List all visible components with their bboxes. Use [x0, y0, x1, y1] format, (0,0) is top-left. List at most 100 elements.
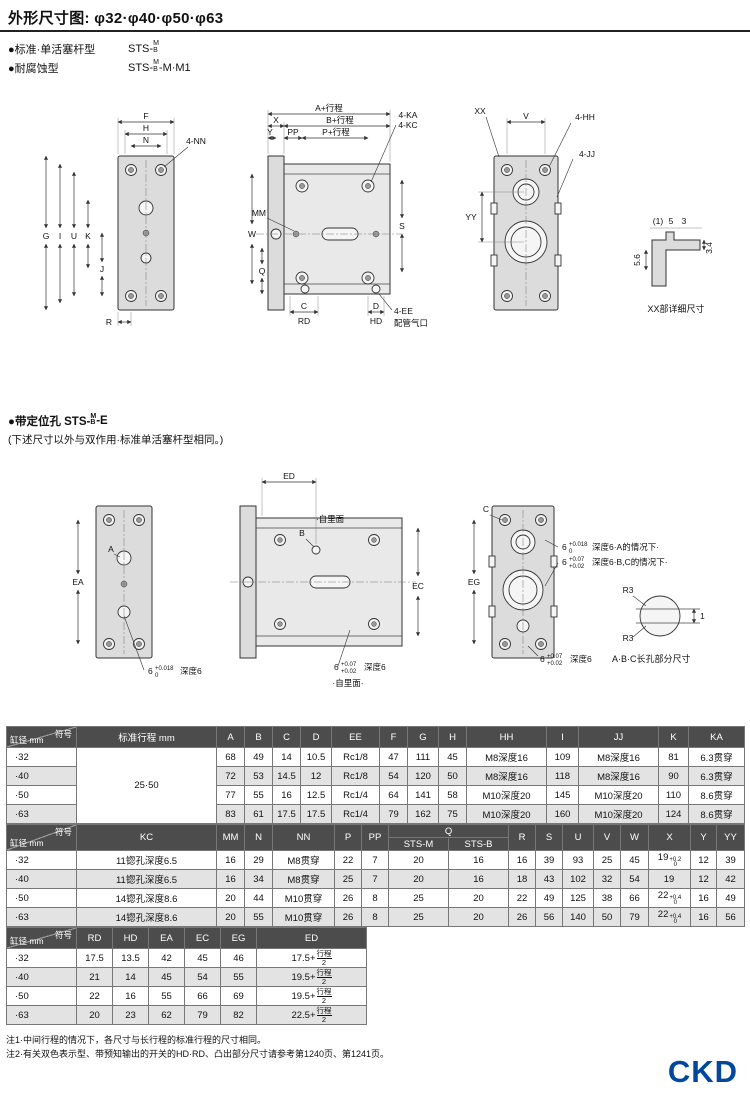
dim-cell-yy: 42	[716, 869, 746, 889]
dim-cell-p: 25	[334, 869, 362, 889]
table2-row: ·50 14锪孔深度8.6 20 44 M10贯穿 26 8 25 20 22 …	[6, 888, 746, 908]
footnote-2: 注2·有关双色表示型、带预知输出的开关的HD·RD、凸出部分尺寸请参考第1240…	[6, 1049, 390, 1059]
dim-label-4kc: 4-KC	[398, 120, 417, 130]
dim-cell-k: 81	[658, 747, 689, 767]
dim-cell-yy: 39	[716, 850, 746, 870]
dim-cell-kc: 14锪孔深度8.6	[76, 907, 217, 927]
dim-cell-q-stsb: 20	[447, 888, 510, 908]
dim-cell-ka: 8.6贯穿	[688, 785, 745, 805]
dim-cell-i: 160	[546, 804, 579, 824]
tol-note-a-upper: +0.018	[155, 666, 174, 672]
code-suffix: -M·M1	[158, 61, 191, 74]
dim-cell-q-stsb: 16	[447, 869, 510, 889]
table2-header-row-1: 符号缸径 mm KC MM N NN P PP Q R S U V W X Y …	[6, 824, 746, 851]
dim-cell-q-stsb: 16	[447, 850, 510, 870]
table2-row: ·32 11锪孔深度6.5 16 29 M8贯穿 22 7 20 16 16 3…	[6, 850, 746, 870]
bore-cell: ·63	[6, 907, 77, 927]
col-header-s: S	[535, 824, 564, 851]
col-header-q: Q	[387, 824, 510, 838]
dim-label-g: G	[43, 231, 50, 241]
dim-cell-f: 79	[379, 804, 408, 824]
tol-note-b-value: 6	[334, 662, 339, 672]
dim-cell-nn: M10贯穿	[272, 907, 335, 927]
table2-row: ·63 14锪孔深度8.6 20 55 M10贯穿 26 8 25 20 26 …	[6, 907, 746, 927]
col-header-rd: RD	[76, 927, 113, 949]
dim-cell-q-stsm: 20	[388, 869, 449, 889]
dim-cell-r: 18	[508, 869, 537, 889]
dim-cell-nn: M8贯穿	[272, 850, 335, 870]
dim-cell-ea: 42	[148, 948, 185, 968]
col-header-k: K	[658, 726, 689, 748]
dim-cell-pp: 7	[361, 850, 389, 870]
dim-label-k: K	[85, 231, 91, 241]
hole-label-a: A	[108, 544, 114, 554]
dim-cell-f: 64	[379, 785, 408, 805]
dim-cell-q-stsm: 20	[388, 850, 449, 870]
col-header-nn: NN	[272, 824, 335, 851]
dim-cell-h: 58	[438, 785, 467, 805]
dim-cell-rd: 21	[76, 967, 113, 987]
dim-cell-p: 22	[334, 850, 362, 870]
dim-cell-kc: 11锪孔深度6.5	[76, 850, 217, 870]
side-view: A+行程 X B+行程 Y PP P+行程 4-KA 4-KC W MM S Q	[248, 103, 428, 328]
dim-label-ec: EC	[412, 581, 424, 591]
dim-label-d: D	[373, 301, 379, 311]
dim-cell-jj: M10深度20	[578, 804, 659, 824]
col-header-w: W	[620, 824, 650, 851]
dim-label-a-stroke: A+行程	[315, 103, 343, 113]
dim-cell-rd: 20	[76, 1005, 113, 1025]
dim-cell-b: 49	[244, 747, 273, 767]
dim-cell-ka: 6.3贯穿	[688, 747, 745, 767]
slot-caption: A·B·C长孔部分尺寸	[612, 653, 691, 664]
tol-note-2-upper: +0.07	[569, 557, 585, 563]
dim-cell-a: 68	[216, 747, 245, 767]
footnote-1: 注1·中间行程的情况下，各尺寸与长行程的标准行程的尺寸相同。	[6, 1035, 267, 1045]
tol-note-3-upper: +0.07	[547, 654, 563, 660]
dim-cell-i: 118	[546, 766, 579, 786]
dim-cell-hh: M10深度20	[466, 785, 547, 805]
dim-cell-g: 162	[407, 804, 439, 824]
dim-cell-c: 17.5	[272, 804, 301, 824]
dim-cell-b: 61	[244, 804, 273, 824]
hole-label-c: C	[483, 504, 489, 514]
col-header-a: A	[216, 726, 245, 748]
detail-dim-5-6: 5.6	[632, 254, 642, 266]
dim-cell-g: 120	[407, 766, 439, 786]
col-header-ka: KA	[688, 726, 745, 748]
dim-cell-hh: M10深度20	[466, 804, 547, 824]
dim-cell-rd: 22	[76, 986, 113, 1006]
bore-cell: ·40	[6, 869, 77, 889]
dim-cell-w: 66	[620, 888, 650, 908]
dim-label-v: V	[523, 111, 529, 121]
dim-label-c: C	[301, 301, 307, 311]
dim-cell-hd: 16	[112, 986, 149, 1006]
col-header-q-stsm: STS-M	[388, 837, 449, 851]
dim-cell-h: 50	[438, 766, 467, 786]
dim-cell-jj: M8深度16	[578, 766, 659, 786]
dim-cell-s: 56	[535, 907, 564, 927]
col-header-b: B	[244, 726, 273, 748]
col-header-q-stsb: STS-B	[447, 837, 510, 851]
dim-cell-nn: M8贯穿	[272, 869, 335, 889]
col-header-kc: KC	[76, 824, 217, 851]
dim-cell-q-stsm: 25	[388, 907, 449, 927]
dim-label-pp: PP	[287, 127, 299, 137]
detail-dim-3-4: 3.4	[704, 242, 714, 254]
col-header-i: I	[546, 726, 579, 748]
dim-cell-ec: 45	[184, 948, 221, 968]
detail-dim-5: 5	[669, 216, 674, 226]
dim-cell-ee: Rc1/8	[331, 747, 380, 767]
col-header-mm: MM	[216, 824, 245, 851]
hole-label-b: B	[299, 528, 305, 538]
